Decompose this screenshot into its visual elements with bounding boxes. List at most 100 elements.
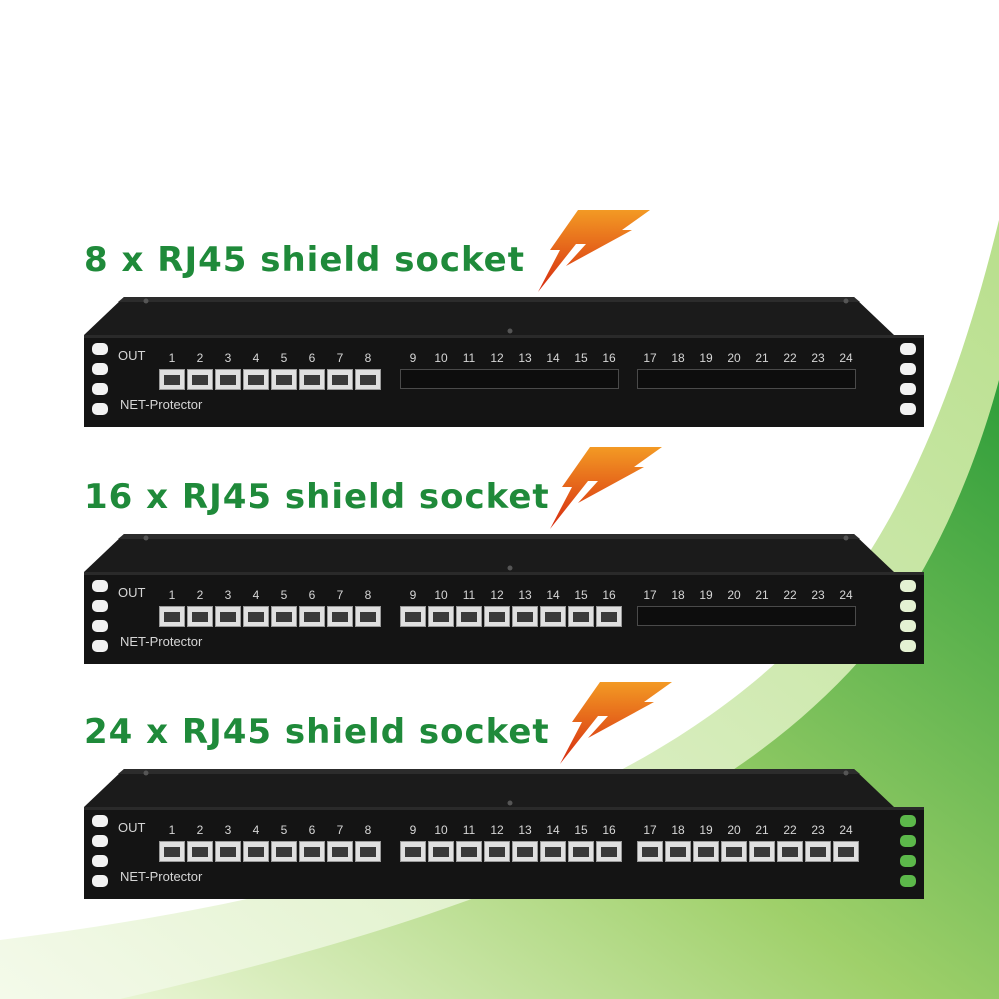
out-label: OUT	[118, 585, 146, 600]
rj45-port-icon[interactable]	[271, 841, 297, 862]
blank-port-cover	[637, 369, 856, 389]
port-number: 14	[546, 823, 560, 837]
rj45-port-icon[interactable]	[243, 369, 269, 390]
blank-port-cover	[400, 369, 619, 389]
port-number: 21	[755, 588, 769, 602]
port-number: 17	[643, 588, 657, 602]
port-number: 19	[699, 823, 713, 837]
product-caption: 24 x RJ45 shield socket	[84, 712, 550, 752]
port-number: 4	[252, 588, 260, 602]
rj45-port-icon[interactable]	[596, 606, 622, 627]
rj45-port-icon[interactable]	[299, 369, 325, 390]
brand-label: NET-Protector	[120, 869, 203, 884]
rj45-port-icon[interactable]	[428, 606, 454, 627]
port-number: 16	[602, 351, 616, 365]
rj45-port-icon[interactable]	[568, 606, 594, 627]
port-number: 10	[434, 351, 448, 365]
port-number: 22	[783, 588, 797, 602]
rj45-port-icon[interactable]	[400, 841, 426, 862]
port-number: 12	[490, 823, 504, 837]
rj45-port-icon[interactable]	[400, 606, 426, 627]
port-number: 1	[168, 823, 176, 837]
out-label: OUT	[118, 348, 146, 363]
rj45-port-icon[interactable]	[215, 841, 241, 862]
port-number: 11	[462, 823, 476, 837]
rj45-port-icon[interactable]	[665, 841, 691, 862]
rj45-port-icon[interactable]	[596, 841, 622, 862]
rj45-port-icon[interactable]	[215, 369, 241, 390]
rj45-port-icon[interactable]	[833, 841, 859, 862]
out-label: OUT	[118, 820, 146, 835]
port-number: 14	[546, 588, 560, 602]
port-number: 9	[409, 588, 417, 602]
port-number: 12	[490, 351, 504, 365]
rj45-port-icon[interactable]	[749, 841, 775, 862]
rj45-port-icon[interactable]	[355, 606, 381, 627]
rj45-port-icon[interactable]	[299, 841, 325, 862]
port-number: 23	[811, 588, 825, 602]
port-number: 20	[727, 351, 741, 365]
port-number: 20	[727, 823, 741, 837]
port-number: 20	[727, 588, 741, 602]
rj45-port-icon[interactable]	[187, 606, 213, 627]
rj45-port-icon[interactable]	[271, 606, 297, 627]
rj45-port-icon[interactable]	[484, 841, 510, 862]
blank-port-cover	[637, 606, 856, 626]
port-number: 17	[643, 351, 657, 365]
rj45-port-icon[interactable]	[243, 606, 269, 627]
rj45-port-icon[interactable]	[721, 841, 747, 862]
port-number: 10	[434, 823, 448, 837]
port-number: 21	[755, 823, 769, 837]
port-number: 11	[462, 351, 476, 365]
rj45-port-icon[interactable]	[215, 606, 241, 627]
rj45-port-icon[interactable]	[159, 841, 185, 862]
rj45-port-icon[interactable]	[484, 606, 510, 627]
rj45-port-icon[interactable]	[159, 369, 185, 390]
brand-label: NET-Protector	[120, 634, 203, 649]
port-number: 7	[336, 588, 344, 602]
rj45-port-icon[interactable]	[355, 369, 381, 390]
rj45-port-icon[interactable]	[456, 841, 482, 862]
lightning-bolt-icon	[550, 447, 662, 529]
rj45-port-icon[interactable]	[805, 841, 831, 862]
port-number: 14	[546, 351, 560, 365]
rj45-port-icon[interactable]	[693, 841, 719, 862]
product-caption: 8 x RJ45 shield socket	[84, 240, 525, 280]
rj45-port-icon[interactable]	[540, 606, 566, 627]
network-surge-protector-panel: OUT NET-Protector 1 2 3 4 5 6 7 8 9 10 1…	[84, 297, 924, 427]
rj45-port-icon[interactable]	[512, 606, 538, 627]
rj45-port-icon[interactable]	[299, 606, 325, 627]
port-number: 23	[811, 823, 825, 837]
port-number: 8	[364, 823, 372, 837]
rj45-port-icon[interactable]	[159, 606, 185, 627]
rj45-port-icon[interactable]	[327, 841, 353, 862]
rj45-port-icon[interactable]	[243, 841, 269, 862]
rj45-port-icon[interactable]	[568, 841, 594, 862]
port-number: 2	[196, 823, 204, 837]
product-block-16-port: 16 x RJ45 shield socket O	[0, 447, 999, 720]
product-block-8-port: 8 x RJ45 shield socket OU	[0, 210, 999, 483]
port-number: 4	[252, 823, 260, 837]
port-number: 18	[671, 588, 685, 602]
rj45-port-icon[interactable]	[271, 369, 297, 390]
port-number: 9	[409, 823, 417, 837]
rj45-port-icon[interactable]	[355, 841, 381, 862]
rj45-port-icon[interactable]	[637, 841, 663, 862]
port-number: 7	[336, 351, 344, 365]
rj45-port-icon[interactable]	[428, 841, 454, 862]
rj45-port-icon[interactable]	[187, 369, 213, 390]
rj45-port-icon[interactable]	[777, 841, 803, 862]
rj45-port-icon[interactable]	[327, 369, 353, 390]
rj45-port-icon[interactable]	[187, 841, 213, 862]
port-number: 11	[462, 588, 476, 602]
port-number: 24	[839, 351, 853, 365]
product-block-24-port: 24 x RJ45 shield socket O	[0, 682, 999, 955]
rj45-port-icon[interactable]	[456, 606, 482, 627]
rj45-port-icon[interactable]	[512, 841, 538, 862]
rj45-port-icon[interactable]	[540, 841, 566, 862]
port-number: 16	[602, 588, 616, 602]
port-number: 6	[308, 588, 316, 602]
lightning-bolt-icon	[560, 682, 672, 764]
rj45-port-icon[interactable]	[327, 606, 353, 627]
lightning-bolt-icon	[538, 210, 650, 292]
